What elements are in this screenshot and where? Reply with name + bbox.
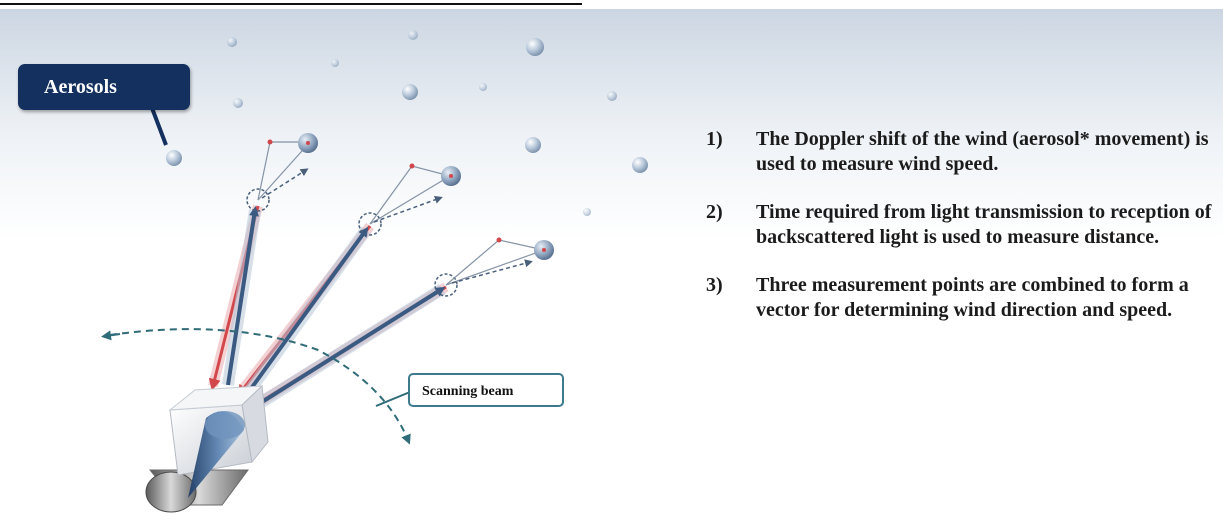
lidar-device — [145, 384, 269, 513]
step-text: The Doppler shift of the wind (aerosol* … — [756, 128, 1209, 175]
step-number: 2) — [706, 201, 723, 223]
aerosols-pointer — [150, 107, 168, 146]
step-number: 3) — [706, 274, 723, 296]
laser-beams — [222, 206, 446, 408]
aerosols-label: Aerosols — [18, 64, 190, 110]
measurement-point-1 — [246, 133, 318, 212]
scan-label-connector — [375, 391, 411, 407]
step-text: Time required from light transmission to… — [756, 201, 1212, 248]
step-item: 1) The Doppler shift of the wind (aeroso… — [706, 127, 1216, 177]
sky-background — [0, 9, 1223, 239]
step-text: Three measurement points are combined to… — [756, 274, 1189, 321]
measurement-point-3 — [434, 237, 554, 297]
measurement-point-2 — [358, 163, 461, 236]
scanning-beam-label: Scanning beam — [408, 373, 564, 407]
step-item: 2) Time required from light transmission… — [706, 200, 1216, 250]
aerosol-particles — [166, 30, 648, 216]
step-item: 3) Three measurement points are combined… — [706, 273, 1216, 323]
steps-list: 1) The Doppler shift of the wind (aeroso… — [706, 127, 1216, 346]
step-number: 1) — [706, 128, 723, 150]
scan-arc-left-arrow — [101, 330, 121, 341]
scan-arc — [109, 328, 411, 445]
